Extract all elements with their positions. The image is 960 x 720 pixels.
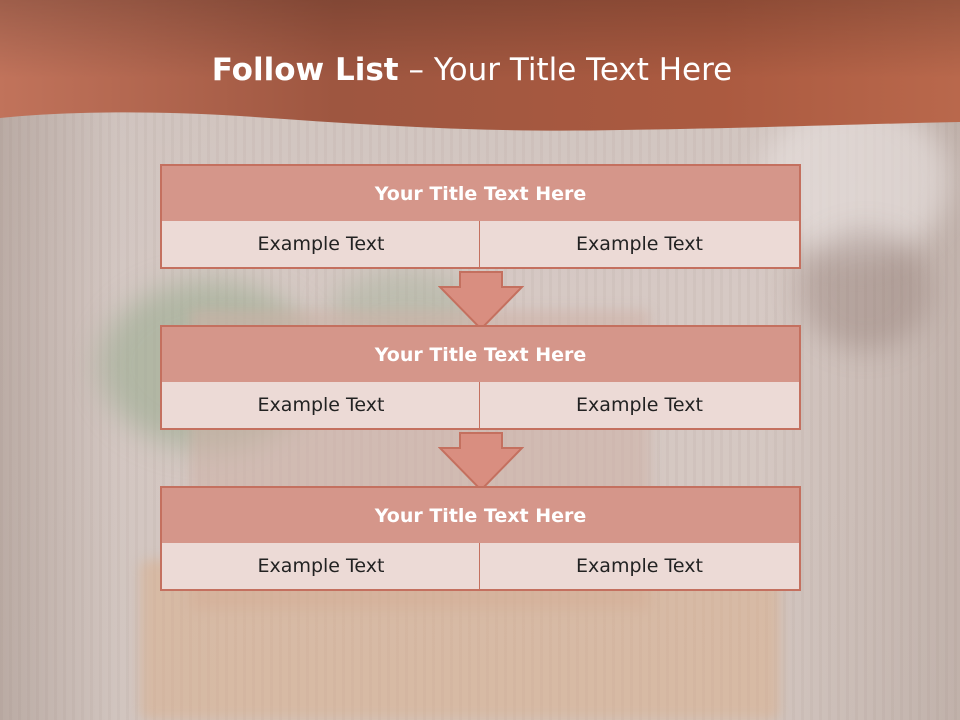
row-title: Your Title Text Here bbox=[160, 325, 801, 384]
list-row-1: Your Title Text Here Example Text Exampl… bbox=[160, 164, 801, 271]
header-band bbox=[0, 0, 960, 131]
down-arrow-icon bbox=[438, 432, 524, 492]
row-title: Your Title Text Here bbox=[160, 486, 801, 545]
background-dark-accent bbox=[800, 230, 930, 350]
slide-title: Follow List – Your Title Text Here bbox=[0, 52, 944, 88]
row-cell-left: Example Text bbox=[160, 543, 482, 591]
down-arrow-icon bbox=[438, 271, 524, 331]
slide-title-rest: – Your Title Text Here bbox=[408, 52, 733, 88]
row-cell-right: Example Text bbox=[480, 221, 801, 269]
row-cell-left: Example Text bbox=[160, 382, 482, 430]
row-cell-left: Example Text bbox=[160, 221, 482, 269]
slide-title-bold: Follow List bbox=[211, 52, 399, 88]
list-row-2: Your Title Text Here Example Text Exampl… bbox=[160, 325, 801, 432]
row-cell-right: Example Text bbox=[480, 382, 801, 430]
list-row-3: Your Title Text Here Example Text Exampl… bbox=[160, 486, 801, 593]
row-title: Your Title Text Here bbox=[160, 164, 801, 223]
row-cell-right: Example Text bbox=[480, 543, 801, 591]
